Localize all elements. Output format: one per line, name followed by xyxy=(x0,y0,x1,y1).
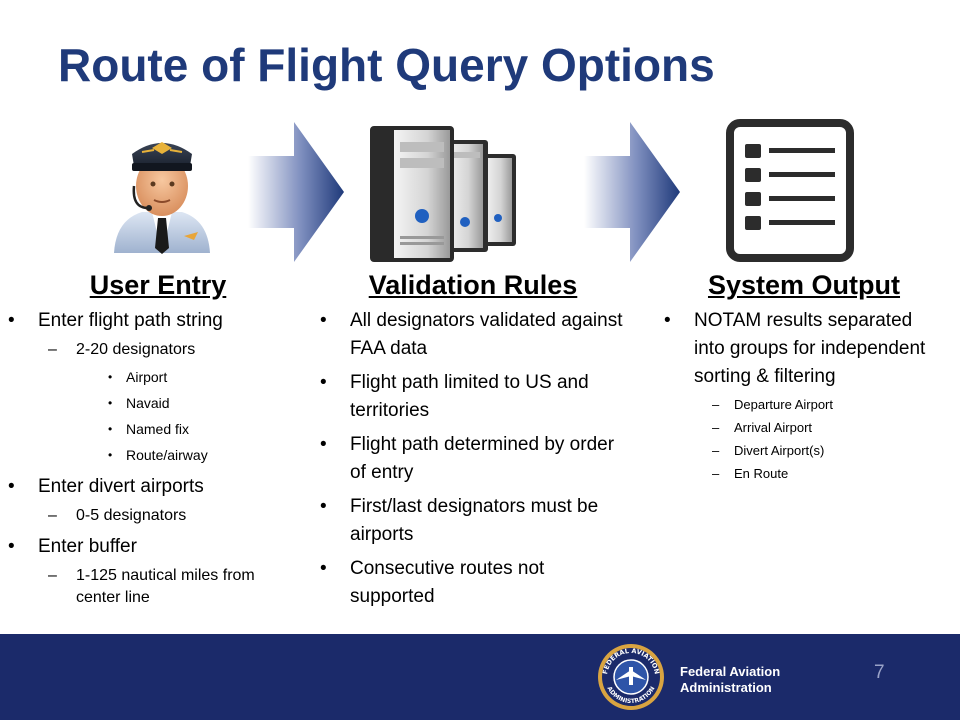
footer-bar: FEDERAL AVIATION ADMINISTRATION Federal … xyxy=(0,634,960,720)
org-name: Federal Aviation Administration xyxy=(680,664,780,696)
server-stack-icon xyxy=(360,118,550,273)
list-item: En Route xyxy=(694,465,944,483)
list-item: All designators validated against FAA da… xyxy=(312,307,630,363)
org-name-line1: Federal Aviation xyxy=(680,664,781,679)
bullet-notam-results: NOTAM results separated into groups for … xyxy=(656,307,944,483)
list-item: Arrival Airport xyxy=(694,419,944,437)
faa-seal-logo: FEDERAL AVIATION ADMINISTRATION xyxy=(596,642,666,717)
sub-bullet-designators: 2-20 designators Airport Navaid Named fi… xyxy=(38,339,300,465)
list-item: First/last designators must be airports xyxy=(312,493,640,549)
list-item: Named fix xyxy=(76,419,300,439)
validation-rules-heading: Validation Rules xyxy=(368,270,578,300)
list-item: Flight path determined by order of entry xyxy=(312,431,630,487)
sub-bullet-divert-count: 0-5 designators xyxy=(38,505,300,527)
sub-bullet-buffer-range: 1-125 nautical miles from center line xyxy=(38,565,286,609)
bullet-buffer: Enter buffer 1-125 nautical miles from c… xyxy=(0,533,300,609)
org-name-line2: Administration xyxy=(680,680,772,695)
slide-title: Route of Flight Query Options xyxy=(58,39,715,91)
list-item: Flight path limited to US and territorie… xyxy=(312,369,630,425)
validation-rules-column: Validation Rules All designators validat… xyxy=(312,270,632,611)
checklist-document-icon xyxy=(725,118,855,268)
list-item: Divert Airport(s) xyxy=(694,442,944,460)
list-item: Airport xyxy=(76,367,300,387)
list-item: Navaid xyxy=(76,393,300,413)
page-number: 7 xyxy=(874,662,885,683)
list-item: Consecutive routes not supported xyxy=(312,555,630,611)
user-entry-heading: User Entry xyxy=(89,270,227,300)
list-item: Departure Airport xyxy=(694,396,944,414)
user-entry-column: User Entry Enter flight path string 2-20… xyxy=(0,270,300,609)
list-item: Route/airway xyxy=(76,445,300,465)
system-output-heading: System Output xyxy=(707,270,901,300)
right-arrow-icon xyxy=(248,122,348,267)
bullet-divert-airports: Enter divert airports 0-5 designators xyxy=(0,473,300,527)
system-output-column: System Output NOTAM results separated in… xyxy=(656,270,956,483)
right-arrow-icon xyxy=(584,122,684,267)
bullet-flight-path: Enter flight path string 2-20 designator… xyxy=(0,307,300,465)
pilot-user-icon xyxy=(92,128,232,263)
